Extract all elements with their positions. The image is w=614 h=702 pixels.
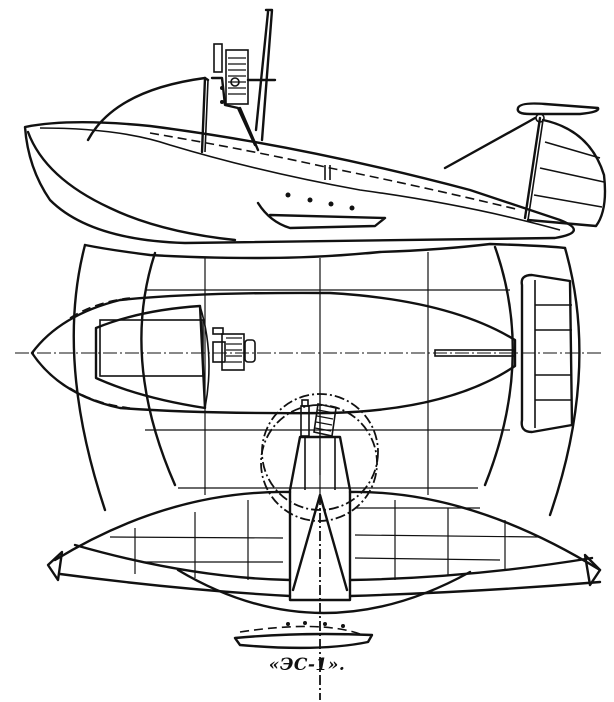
side-view [23,8,607,245]
front-view [46,395,602,700]
top-view [15,242,604,522]
figure-caption: «ЭС-1». [268,655,346,675]
